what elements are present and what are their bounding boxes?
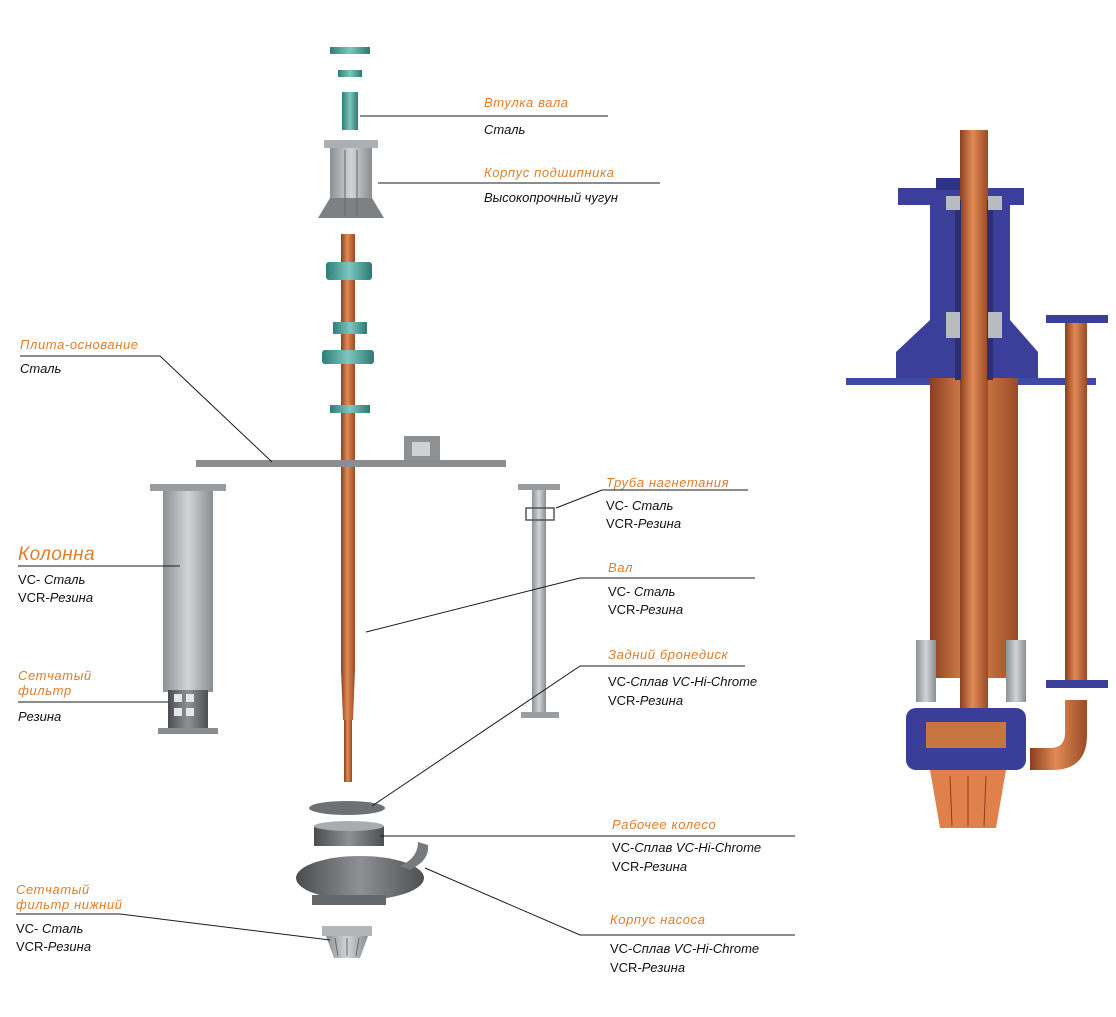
back-liner-material-vc: VC-Сплав VC-Hi-Chrome [608,674,758,689]
discharge-pipe-material-vc: VC- Сталь [606,498,674,513]
lower-strainer-material-vcr: VCR-Резина [16,939,92,954]
back-liner-material-vcr: VCR-Резина [608,693,684,708]
lower-strainer-label: Сетчатый фильтр нижний [16,882,123,912]
column-part [150,484,226,734]
strainer-material: Резина [18,709,62,724]
discharge-pipe-part [518,484,560,718]
pump-casing-part [296,842,429,905]
shaft-part [322,234,374,782]
impeller-material-vc: VC-Сплав VC-Hi-Chrome [612,840,762,855]
shaft-material-vcr: VCR-Резина [608,602,684,617]
back-liner-part [309,801,385,815]
base-plate-label: Плита-основание [20,337,139,352]
shaft-material-vc: VC- Сталь [608,584,676,599]
bearing-housing-label: Корпус подшипника [484,165,615,180]
back-liner-label: Задний бронедиск [608,647,729,662]
base-plate-part [196,436,506,467]
impeller-material-vcr: VCR-Резина [612,859,688,874]
discharge-pipe-material-vcr: VCR-Резина [606,516,682,531]
bushing-material: Сталь [484,122,526,137]
column-material-vcr: VCR-Резина [18,590,94,605]
shaft-label: Вал [608,560,633,575]
impeller-label: Рабочее колесо [612,817,717,832]
pump-casing-label: Корпус насоса [610,912,706,927]
bearing-housing-material: Высокопрочный чугун [484,190,618,205]
discharge-pipe-label: Труба нагнетания [606,475,730,490]
bushing-label: Втулка вала [484,95,569,110]
strainer-label: Сетчатый фильтр [18,668,92,698]
base-plate-material: Сталь [20,361,62,376]
leader-lines [16,115,795,941]
impeller-part [314,821,384,846]
column-label: Колонна [18,544,95,565]
bearing-housing-part [318,140,384,218]
assembled-pump-section [846,130,1108,828]
pump-casing-material-vc: VC-Сплав VC-Hi-Chrome [610,941,760,956]
pump-casing-material-vcr: VCR-Резина [610,960,686,975]
lower-strainer-material-vc: VC- Сталь [16,921,84,936]
column-material-vc: VC- Сталь [18,572,86,587]
bushing-assembly [330,47,370,130]
lower-strainer-part [322,926,372,958]
